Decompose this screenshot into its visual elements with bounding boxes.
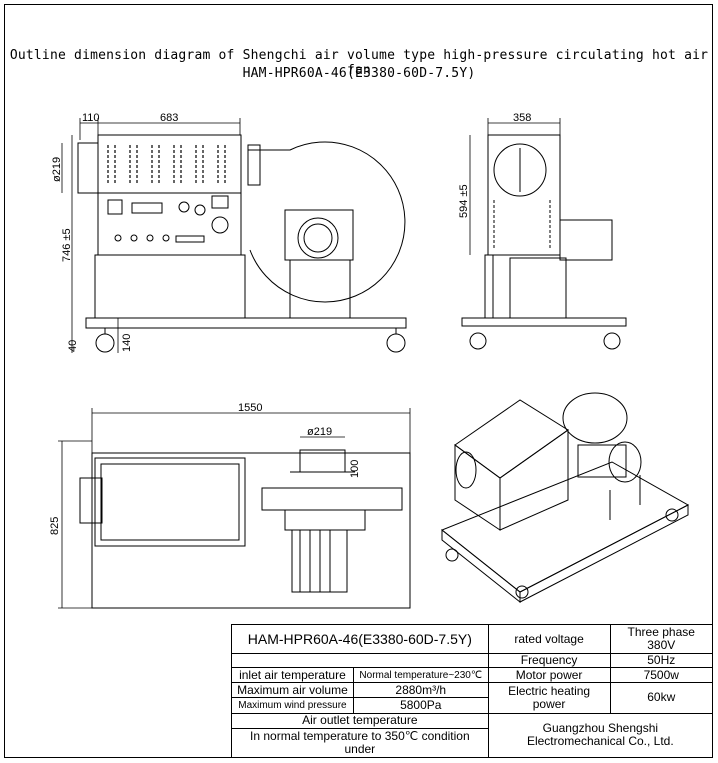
top-frame [91, 452, 411, 609]
spec-right-value-0: Three phase 380V [609, 623, 713, 655]
heater-cabinet [97, 134, 242, 194]
spec-outlet-value: In normal temperature to 350℃ condition … [231, 727, 489, 759]
spec-value-1: 2880m³/h [352, 682, 489, 699]
spec-right-label-1: Frequency [487, 653, 611, 669]
side-inlet [493, 143, 547, 197]
spec-company: Guangzhou Shengshi Electromechanical Co.… [487, 712, 714, 759]
spec-value-2: 5800Pa [352, 697, 489, 714]
side-cabinet [487, 134, 561, 256]
iso-motor [608, 441, 642, 483]
spec-label-1: Maximum air volume [231, 682, 354, 699]
spec-right-label-2: Motor power [487, 667, 611, 684]
frame-rail [85, 317, 407, 329]
dim-front-left: 110 [82, 112, 100, 124]
dim-top-length: 1550 [238, 402, 262, 414]
side-rail [461, 317, 627, 327]
caster-wheel [603, 332, 621, 350]
spec-right-value-3: 60kw [609, 682, 713, 714]
top-cabinet [94, 457, 246, 547]
spec-value-0: Normal temperature~230℃ [352, 667, 489, 684]
top-inlet [79, 477, 103, 524]
dim-front-dia: ø219 [51, 157, 63, 182]
spec-right-value-1: 50Hz [609, 653, 713, 669]
spec-label-0: inlet air temperature [231, 667, 354, 684]
caster-wheel [469, 332, 487, 350]
spec-model: HAM-HPR60A-46(E3380-60D-7.5Y) [231, 623, 489, 655]
caster-wheel [95, 333, 115, 353]
side-motor [559, 219, 613, 261]
company-line-1: Guangzhou Shengshi [542, 721, 659, 736]
vent-grilles [107, 145, 226, 185]
dim-side-width: 358 [513, 112, 531, 124]
dim-front-height: 746 ±5 [61, 228, 73, 262]
spec-right-value-2: 7500w [609, 667, 713, 684]
inlet-pipe [77, 142, 99, 194]
dim-top-offset: 100 [349, 460, 361, 478]
spec-outlet-label: Air outlet temperature [231, 712, 489, 729]
dim-side-height: 594 ±5 [458, 184, 470, 218]
dim-top-width: 825 [49, 517, 61, 535]
base-box [94, 254, 246, 319]
isometric-view [441, 392, 690, 604]
caster-wheel [386, 333, 406, 353]
diagram-title: Outline dimension diagram of Shengchi ai… [9, 48, 709, 78]
drawing-frame [4, 4, 713, 758]
dim-front-bottom: 40 [67, 340, 79, 352]
spec-right-label-0: rated voltage [487, 623, 611, 655]
gauge-icon [211, 216, 229, 234]
spec-table: HAM-HPR60A-46(E3380-60D-7.5Y) rated volt… [231, 623, 714, 759]
fan-volute [248, 141, 406, 303]
dim-top-dia: ø219 [307, 426, 332, 438]
iso-cabinet-top [454, 399, 569, 479]
dim-front-wheel: 140 [121, 334, 133, 352]
front-view [61, 118, 407, 353]
spec-right-label-3: Electric heating power [487, 682, 611, 714]
iso-fan [562, 392, 628, 444]
dim-front-width: 683 [160, 112, 178, 124]
side-view [461, 118, 627, 350]
spec-label-2: Maximum wind pressure [231, 697, 354, 714]
company-line-2: Electromechanical Co., Ltd. [526, 734, 674, 749]
diagram-model-title: HAM-HPR60A-46(E3380-60D-7.5Y) [242, 66, 476, 81]
motor-face [297, 217, 339, 259]
top-view [58, 408, 411, 609]
control-panel [97, 192, 242, 256]
